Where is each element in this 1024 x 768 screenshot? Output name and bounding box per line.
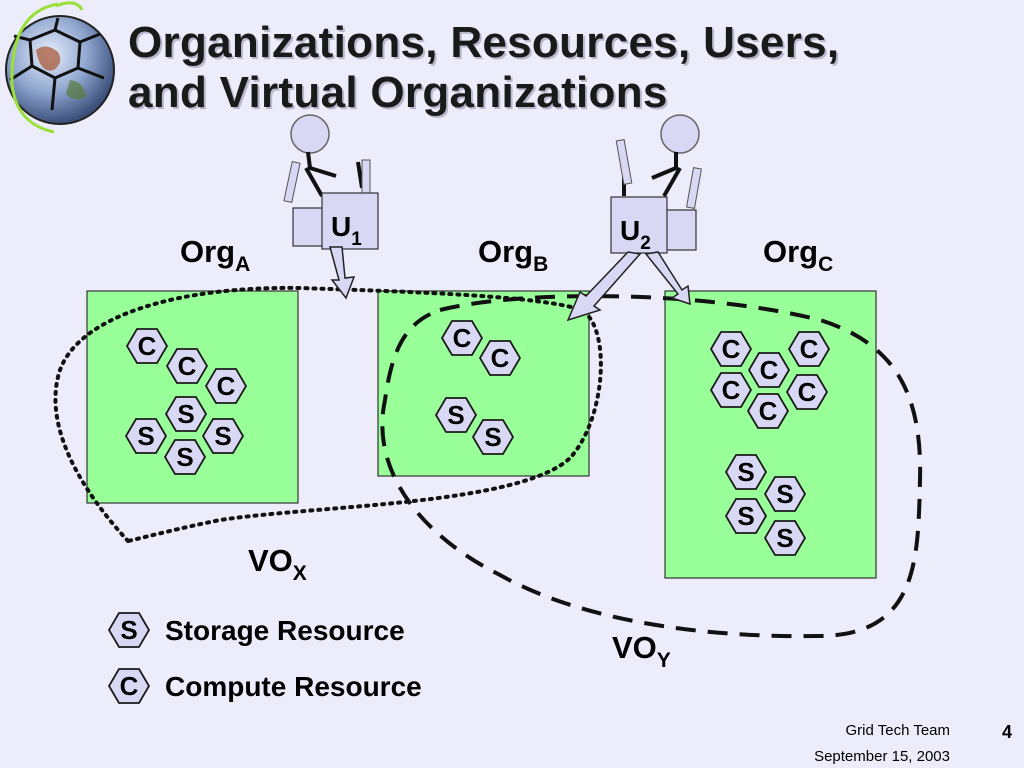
storage-resource: S (164, 439, 206, 475)
storage-resource: S (764, 520, 806, 556)
legend-compute-label: Compute Resource (165, 671, 422, 702)
legend: S Storage Resource C Compute Resource (108, 612, 422, 704)
org-b-resources: C C S S (435, 320, 521, 455)
svg-text:S: S (176, 442, 193, 472)
storage-resource: S (764, 476, 806, 512)
svg-text:S: S (737, 501, 754, 531)
user-2-arrow-to-vo-y (644, 251, 691, 306)
org-a-resources: C C C S S S S (125, 328, 247, 475)
svg-text:C: C (760, 355, 779, 385)
svg-text:C: C (491, 343, 510, 373)
grid-globe-logo (5, 1, 115, 134)
compute-resource: C (747, 393, 789, 429)
legend-storage-label: Storage Resource (165, 615, 405, 646)
storage-resource: S (202, 418, 244, 454)
user-1-label: U1 (331, 211, 362, 250)
compute-resource: C (788, 331, 830, 367)
svg-text:C: C (722, 334, 741, 364)
svg-text:C: C (798, 377, 817, 407)
svg-text:S: S (776, 523, 793, 553)
slide-title-line-2: and Virtual Organizations (128, 68, 668, 117)
compute-resource: C (786, 374, 828, 410)
svg-text:S: S (484, 422, 501, 452)
compute-resource: C (710, 331, 752, 367)
svg-text:C: C (217, 371, 236, 401)
vo-x-label: VOX (248, 543, 307, 585)
svg-text:S: S (447, 400, 464, 430)
vo-y-label: VOY (612, 630, 671, 672)
compute-resource: C (479, 340, 521, 376)
svg-text:C: C (800, 334, 819, 364)
compute-resource: C (748, 352, 790, 388)
org-c-label: OrgC (763, 234, 833, 276)
storage-resource: S (472, 419, 514, 455)
user-1-arrow (329, 246, 356, 300)
compute-resource: C (441, 320, 483, 356)
vo-x-boundary (53, 285, 603, 544)
legend-storage-hex: S (108, 612, 150, 648)
svg-text:C: C (453, 323, 472, 353)
svg-text:S: S (177, 399, 194, 429)
storage-resource: S (165, 396, 207, 432)
slide-title: Organizations, Resources, Users, and Vir… (128, 18, 839, 118)
slide-title-line-1: Organizations, Resources, Users, (128, 18, 840, 67)
svg-text:S: S (120, 615, 137, 645)
storage-resource: S (435, 397, 477, 433)
svg-text:C: C (722, 375, 741, 405)
legend-compute-hex: C (108, 668, 150, 704)
compute-resource: C (710, 372, 752, 408)
svg-text:S: S (137, 421, 154, 451)
storage-resource: S (125, 418, 167, 454)
compute-resource: C (126, 328, 168, 364)
svg-text:C: C (178, 351, 197, 381)
org-a-label: OrgA (180, 234, 250, 276)
svg-text:S: S (214, 421, 231, 451)
user-2-figure: U2 (610, 114, 702, 254)
svg-text:S: S (776, 479, 793, 509)
user-1-figure: U1 (283, 114, 379, 250)
user-2-label: U2 (620, 215, 651, 254)
page-number: 4 (1001, 722, 1012, 742)
org-c-resources: C C C C C C S S S S (710, 331, 830, 556)
footer-date: September 15, 2003 (814, 748, 950, 765)
footer-team: Grid Tech Team (845, 722, 951, 739)
compute-resource: C (166, 348, 208, 384)
storage-resource: S (725, 454, 767, 490)
svg-text:S: S (737, 457, 754, 487)
svg-text:C: C (759, 396, 778, 426)
svg-text:C: C (120, 671, 139, 701)
vo-y-boundary (380, 294, 923, 639)
user-2-arrow-to-vo-x (566, 251, 642, 322)
storage-resource: S (725, 498, 767, 534)
org-b-label: OrgB (478, 234, 548, 276)
compute-resource: C (205, 368, 247, 404)
svg-text:C: C (138, 331, 157, 361)
